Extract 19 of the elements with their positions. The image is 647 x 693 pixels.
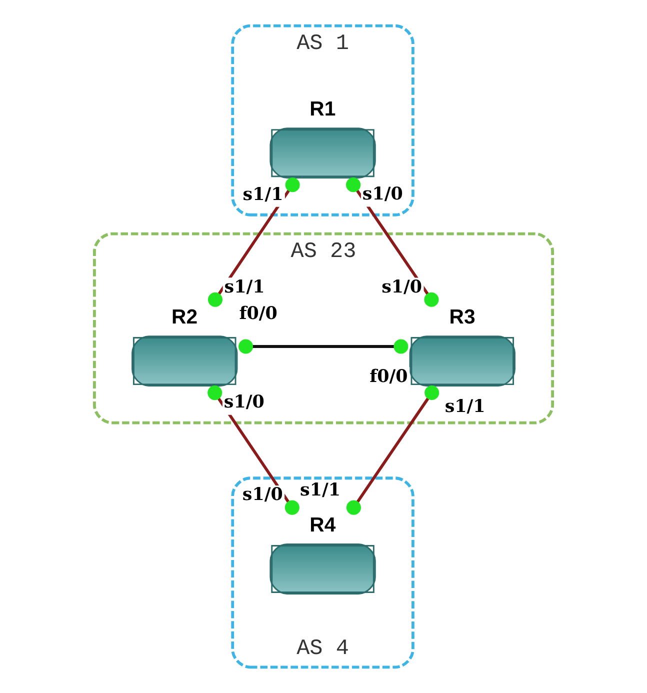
connector <box>346 386 440 515</box>
connector <box>346 178 439 307</box>
label: s1/0 <box>362 184 403 205</box>
connector <box>208 386 300 515</box>
label: s1/1 <box>444 397 486 418</box>
label: s1/0 <box>242 485 283 506</box>
label: s1/1 <box>300 480 340 501</box>
label: s1/1 <box>224 277 265 298</box>
label: f0/0 <box>239 304 278 324</box>
connector <box>238 339 408 354</box>
label: s1/0 <box>382 277 422 298</box>
node-label: R3 <box>449 306 476 329</box>
node-label: R4 <box>310 514 336 536</box>
label: f0/0 <box>370 366 408 387</box>
label: s1/0 <box>224 392 264 413</box>
node-label: R2 <box>172 306 198 329</box>
connector <box>208 178 300 307</box>
label: s1/1 <box>242 184 284 205</box>
node-label: R1 <box>310 98 336 121</box>
